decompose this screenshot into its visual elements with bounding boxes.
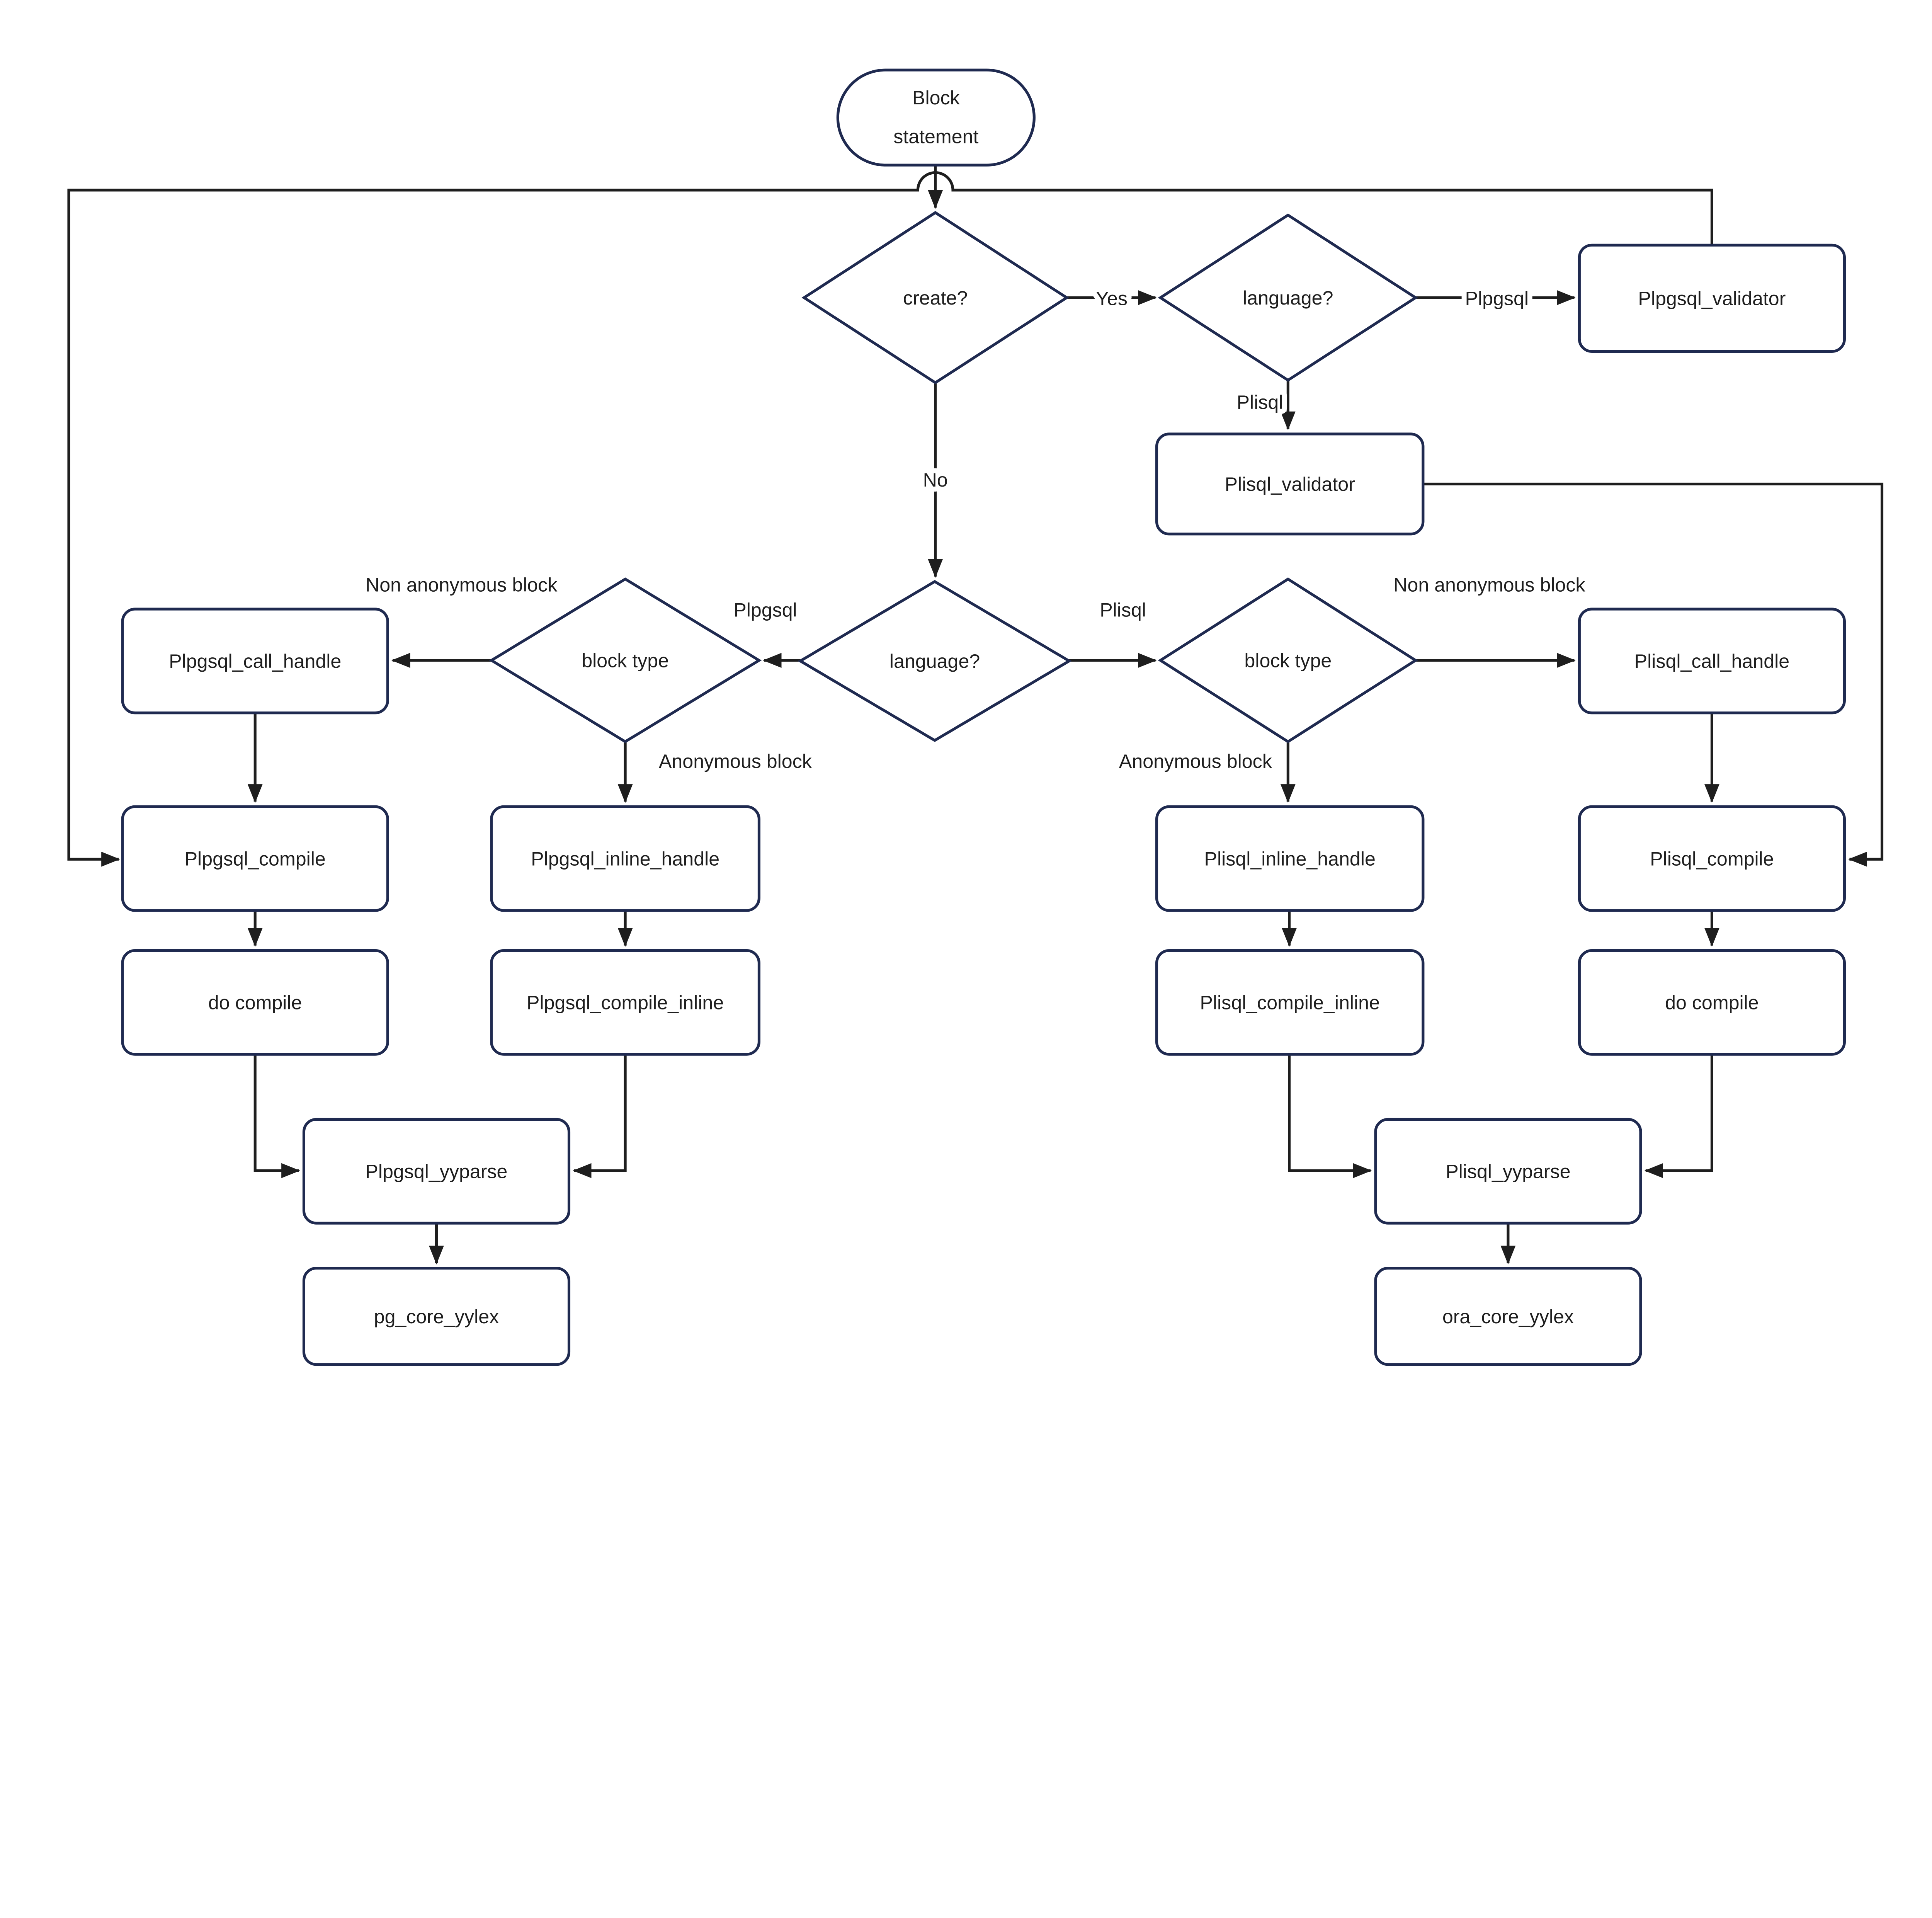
plisql-compile-inline-shape bbox=[1155, 949, 1425, 1056]
pg-core-yylex-label: pg_core_yylex bbox=[374, 1306, 499, 1327]
label-plpgsql-top: Plpgsql bbox=[1465, 288, 1529, 310]
label-plisql-center: Plisql bbox=[1100, 599, 1146, 621]
edge-plpgsql-validator-to-plpgsql-compile bbox=[67, 171, 1713, 867]
plisql-call-handle-label: Plisql_call_handle bbox=[1634, 650, 1790, 672]
block-statement-node: Block statement bbox=[836, 68, 1036, 167]
label-plpgsql-center: Plpgsql bbox=[733, 599, 797, 621]
block-type-right-decision-shape bbox=[1158, 577, 1418, 744]
plisql-compile-inline-node: Plisql_compile_inline bbox=[1155, 949, 1425, 1056]
plpgsql-call-handle-label: Plpgsql_call_handle bbox=[169, 650, 341, 672]
do-compile-left-node: do compile bbox=[121, 949, 389, 1056]
block-statement-shape bbox=[836, 68, 1036, 167]
plisql-validator-node: Plisql_validator bbox=[1155, 432, 1425, 536]
nodes-layer: Block statement create? language? Plpgsql_va… bbox=[121, 68, 1846, 1366]
plisql-compile-inline-label: Plisql_compile_inline bbox=[1200, 992, 1380, 1014]
label-plisql-top: Plisql bbox=[1237, 391, 1283, 413]
language-top-decision-label: language? bbox=[1243, 287, 1333, 309]
block-type-left-decision-label: block type bbox=[582, 650, 669, 672]
plpgsql-validator-node: Plpgsql_validator bbox=[1578, 243, 1846, 353]
plisql-inline-handle-node: Plisql_inline_handle bbox=[1155, 805, 1425, 912]
plisql-call-handle-node: Plisql_call_handle bbox=[1578, 608, 1846, 715]
plisql-call-handle-shape bbox=[1578, 608, 1846, 715]
plpgsql-compile-label: Plpgsql_compile bbox=[185, 848, 326, 870]
plpgsql-validator-label: Plpgsql_validator bbox=[1638, 288, 1786, 310]
plpgsql-call-handle-node: Plpgsql_call_handle bbox=[121, 608, 389, 715]
edge-plisql-validator-to-plisql-compile bbox=[1423, 482, 1884, 867]
create-decision-node: create? bbox=[801, 211, 1070, 385]
do-compile-right-node: do compile bbox=[1578, 949, 1846, 1056]
label-anon-left: Anonymous block bbox=[659, 751, 812, 772]
block-type-right-decision-label: block type bbox=[1244, 650, 1332, 672]
label-anon-right: Anonymous block bbox=[1119, 751, 1272, 772]
plpgsql-validator-shape bbox=[1578, 243, 1846, 353]
plisql-validator-shape bbox=[1155, 432, 1425, 536]
flowchart-canvas: Block statement create? language? Plpgsql_va… bbox=[67, 68, 1884, 1366]
ora-core-yylex-shape bbox=[1374, 1266, 1642, 1366]
plisql-compile-label: Plisql_compile bbox=[1650, 848, 1774, 870]
language-center-decision-label: language? bbox=[889, 650, 980, 672]
edges-layer bbox=[67, 165, 1884, 1264]
block-statement-label-line-2: statement bbox=[893, 126, 978, 148]
plpgsql-yyparse-shape bbox=[302, 1118, 571, 1225]
plisql-yyparse-shape bbox=[1374, 1118, 1642, 1225]
plpgsql-compile-inline-shape bbox=[490, 949, 760, 1056]
edge-do-compile-left-to-yyparse bbox=[253, 1054, 300, 1178]
language-top-decision-node: language? bbox=[1158, 213, 1418, 382]
create-decision-shape bbox=[801, 211, 1070, 385]
plpgsql-yyparse-label: Plpgsql_yyparse bbox=[365, 1161, 507, 1183]
pg-core-yylex-node: pg_core_yylex bbox=[302, 1266, 571, 1366]
ora-core-yylex-node: ora_core_yylex bbox=[1374, 1266, 1642, 1366]
plisql-yyparse-node: Plisql_yyparse bbox=[1374, 1118, 1642, 1225]
block-statement-label-line-1: Block bbox=[912, 87, 960, 109]
label-non-anon-right: Non anonymous block bbox=[1393, 574, 1585, 596]
block-statement-label: Block statement bbox=[893, 87, 978, 147]
plpgsql-inline-handle-label: Plpgsql_inline_handle bbox=[531, 848, 719, 870]
plpgsql-compile-inline-label: Plpgsql_compile_inline bbox=[527, 992, 724, 1014]
plisql-validator-label: Plisql_validator bbox=[1225, 473, 1355, 495]
plpgsql-compile-node: Plpgsql_compile bbox=[121, 805, 389, 912]
plisql-compile-shape bbox=[1578, 805, 1846, 912]
label-yes: Yes bbox=[1096, 288, 1128, 310]
plpgsql-inline-handle-shape bbox=[490, 805, 760, 912]
plisql-compile-node: Plisql_compile bbox=[1578, 805, 1846, 912]
block-type-left-decision-shape bbox=[488, 577, 762, 744]
label-no: No bbox=[923, 469, 948, 491]
ora-core-yylex-label: ora_core_yylex bbox=[1442, 1306, 1574, 1327]
plisql-inline-handle-label: Plisql_inline_handle bbox=[1204, 848, 1375, 870]
language-center-decision-shape bbox=[798, 580, 1072, 742]
plpgsql-inline-handle-node: Plpgsql_inline_handle bbox=[490, 805, 760, 912]
label-non-anon-left: Non anonymous block bbox=[366, 574, 558, 596]
do-compile-left-shape bbox=[121, 949, 389, 1056]
language-center-decision-node: language? bbox=[798, 580, 1072, 742]
plpgsql-compile-inline-node: Plpgsql_compile_inline bbox=[490, 949, 760, 1056]
do-compile-left-label: do compile bbox=[208, 992, 302, 1014]
do-compile-right-label: do compile bbox=[1665, 992, 1759, 1014]
language-top-decision-shape bbox=[1158, 213, 1418, 382]
block-type-left-decision-node: block type bbox=[488, 577, 762, 744]
plpgsql-compile-shape bbox=[121, 805, 389, 912]
edge-do-compile-right-to-yyparse bbox=[1644, 1054, 1713, 1178]
create-decision-label: create? bbox=[903, 287, 968, 309]
edge-plpgsql-compile-inline-to-yyparse bbox=[573, 1054, 627, 1178]
pg-core-yylex-shape bbox=[302, 1266, 571, 1366]
plpgsql-yyparse-node: Plpgsql_yyparse bbox=[302, 1118, 571, 1225]
do-compile-right-shape bbox=[1578, 949, 1846, 1056]
plisql-inline-handle-shape bbox=[1155, 805, 1425, 912]
plpgsql-call-handle-shape bbox=[121, 608, 389, 715]
plisql-yyparse-label: Plisql_yyparse bbox=[1446, 1161, 1570, 1183]
block-type-right-decision-node: block type bbox=[1158, 577, 1418, 744]
edge-plisql-compile-inline-to-yyparse bbox=[1288, 1054, 1372, 1178]
